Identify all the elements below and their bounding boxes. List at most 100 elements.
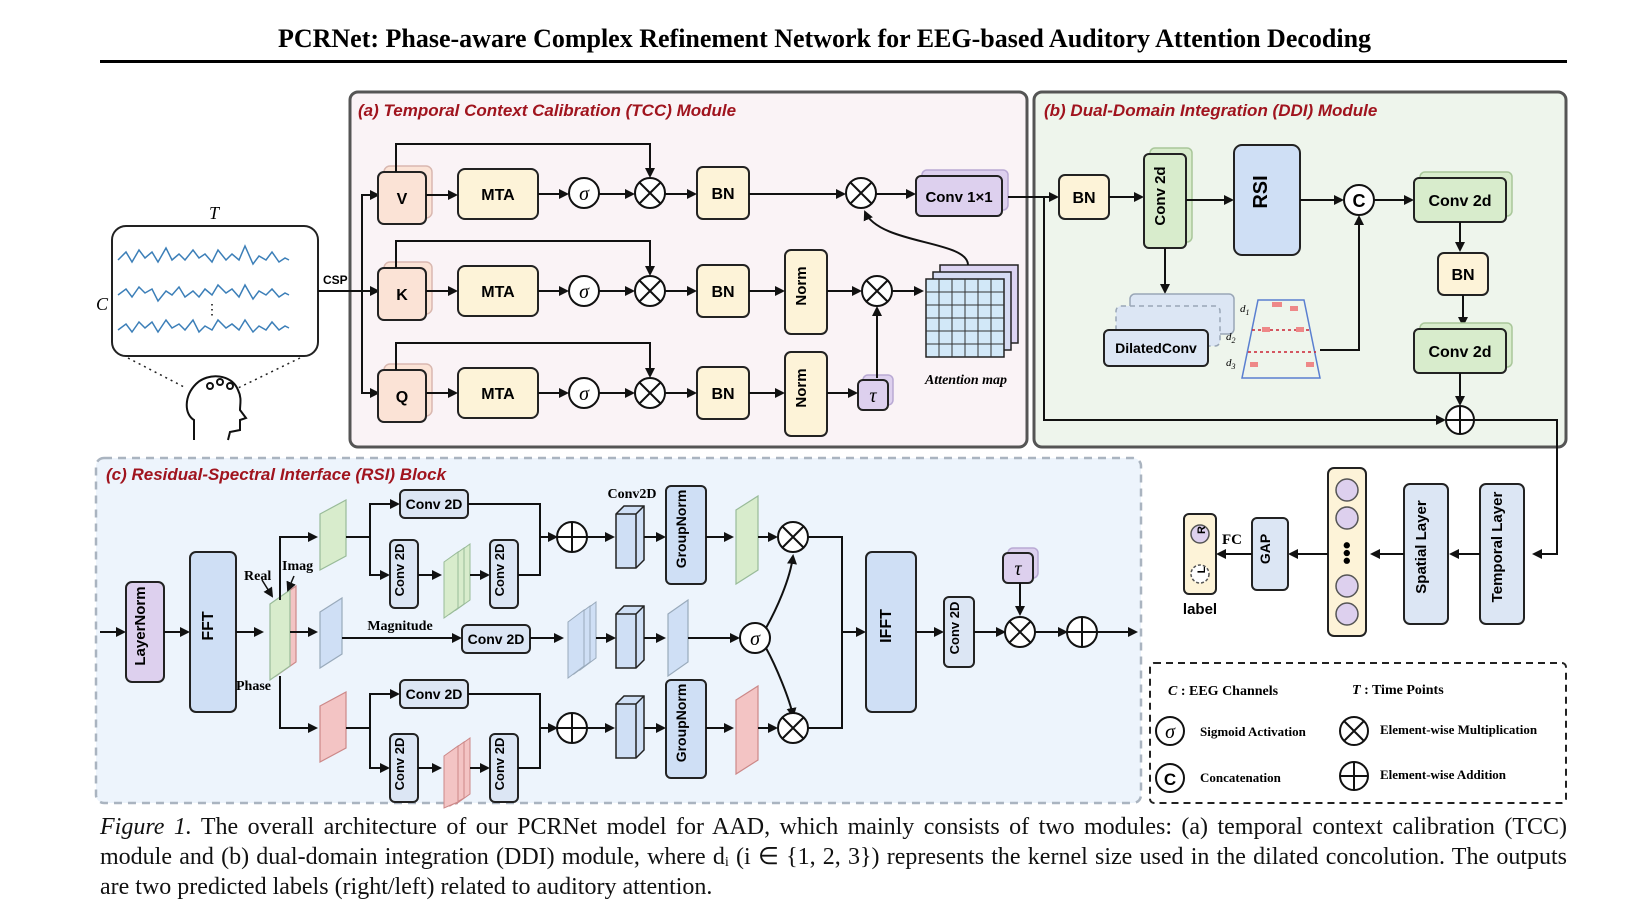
legend-concat-icon <box>1155 763 1185 793</box>
eeg-wave-3 <box>117 318 290 334</box>
tcc-row-k: K MTA σ BN Norm <box>377 240 924 335</box>
conv1x1-box <box>915 175 1003 217</box>
svg-text:C: C <box>1353 191 1366 211</box>
mta-label-k: MTA <box>481 284 515 301</box>
caption-label: Figure 1. <box>100 814 192 840</box>
figure-caption: Figure 1. The overall architecture of ou… <box>100 812 1567 902</box>
conv1x1-label: Conv 1×1 <box>925 189 992 206</box>
head-projection <box>127 357 301 389</box>
tcc-row-q: Q MTA σ BN Norm τ <box>377 306 894 437</box>
eeg-wave-1 <box>117 244 290 266</box>
output-label: label <box>1183 601 1217 618</box>
ddi-bn-label: BN <box>1072 190 1095 207</box>
gap-label: GAP <box>1257 534 1273 564</box>
spatial-layer-label: Spatial Layer <box>1413 500 1430 594</box>
d1-label: d1 <box>1240 303 1250 317</box>
mta-label-v: MTA <box>481 187 515 204</box>
fc-label: FC <box>1222 532 1242 548</box>
v-box <box>377 171 427 225</box>
dilated-label: DilatedConv <box>1115 340 1197 356</box>
svg-text:BN: BN <box>1451 267 1474 284</box>
imag-label: Imag <box>282 559 313 574</box>
caption-text: The overall architecture of our PCRNet m… <box>100 814 1567 900</box>
architecture-diagram: (a) Temporal Context Calibration (TCC) M… <box>94 90 1568 809</box>
k-label: K <box>396 287 408 304</box>
legend-concat-text: Concatenation <box>1200 770 1282 785</box>
magnitude-label: Magnitude <box>367 619 432 634</box>
ddi-title: (b) Dual-Domain Integration (DDI) Module <box>1044 101 1377 120</box>
rsi-sigma-icon <box>739 622 771 654</box>
svg-text:σ: σ <box>579 281 590 303</box>
eeg-wave-2 <box>117 283 290 303</box>
rsi-conv-cube-top <box>615 505 645 569</box>
rsi-label: RSI <box>1250 175 1272 208</box>
k-box <box>377 267 427 321</box>
conv2d-top-label: Conv2D <box>607 487 656 502</box>
legend-sigma-text: Sigmoid Activation <box>1200 724 1307 739</box>
head-icon <box>185 375 248 441</box>
legend-sigma-icon <box>1155 716 1185 746</box>
svg-text:Conv 2D: Conv 2D <box>406 686 463 702</box>
paper-title: PCRNet: Phase-aware Complex Refinement N… <box>277 24 1372 53</box>
fft-label: FFT <box>200 611 217 641</box>
bn-label-k: BN <box>711 284 734 301</box>
rsi-conv-cube-bot <box>615 695 645 759</box>
ifft-label: IFFT <box>878 609 895 643</box>
mta-label-q: MTA <box>481 386 515 403</box>
tau-label-rsi: τ <box>1014 558 1022 580</box>
svg-text:σ: σ <box>1165 721 1176 743</box>
phase-label: Phase <box>236 679 271 694</box>
svg-text:Conv 2D: Conv 2D <box>947 602 962 655</box>
svg-text:Conv 2D: Conv 2D <box>392 544 407 597</box>
groupnorm-top <box>665 485 707 585</box>
t-label: T <box>209 203 221 223</box>
tau-box-tcc <box>857 379 889 411</box>
svg-text:σ: σ <box>579 183 590 205</box>
temporal-layer-label: Temporal Layer <box>1489 492 1506 603</box>
d3-label: d3 <box>1226 357 1236 371</box>
csp-label: CSP <box>323 273 348 287</box>
c-label: C <box>96 294 109 314</box>
attention-map-label: Attention map <box>924 373 1007 388</box>
norm-label-q: Norm <box>793 368 810 407</box>
svg-text:σ: σ <box>750 628 761 650</box>
ddi-residual-arrow <box>1043 197 1446 425</box>
svg-text:Conv 2d: Conv 2d <box>1428 193 1491 210</box>
legend-add-text: Element-wise Addition <box>1380 767 1507 782</box>
q-box <box>377 369 427 423</box>
ddi-to-classifier-arrow <box>1474 419 1558 559</box>
dilated-pyramid-icon: d1 d2 d3 <box>1226 299 1321 379</box>
layernorm-label: LayerNorm <box>132 586 149 665</box>
real-label: Real <box>244 569 271 584</box>
rsi-conv-cube-mid <box>615 605 645 669</box>
feature-vector <box>1327 467 1367 637</box>
tcc-title: (a) Temporal Context Calibration (TCC) M… <box>358 101 736 120</box>
svg-text:Conv 2d: Conv 2d <box>1428 344 1491 361</box>
svg-text:Conv 2D: Conv 2D <box>406 496 463 512</box>
r-label: R <box>1196 526 1208 534</box>
bn-label-q: BN <box>711 386 734 403</box>
svg-text:Conv 2D: Conv 2D <box>492 544 507 597</box>
magnitude-feature-map <box>319 596 343 670</box>
legend-mult-text: Element-wise Multiplication <box>1380 722 1538 737</box>
l-label: L <box>1196 566 1208 573</box>
imag-feature-map <box>319 498 347 572</box>
norm-label-k: Norm <box>793 266 810 305</box>
svg-text:GroupNorm: GroupNorm <box>673 684 689 763</box>
attention-map: Attention map <box>924 264 1019 388</box>
svg-text:Conv 2D: Conv 2D <box>468 631 525 647</box>
tau-box-rsi <box>1002 552 1034 584</box>
svg-text:C: C <box>1164 770 1176 789</box>
svg-text:GroupNorm: GroupNorm <box>673 490 689 569</box>
svg-text:•••: ••• <box>1334 541 1359 564</box>
phase-feature-map <box>319 690 347 764</box>
tcc-row-v: V MTA σ BN Conv 1×1 <box>377 143 1009 225</box>
svg-text:Conv 2d: Conv 2d <box>1152 166 1169 225</box>
bn-label-v: BN <box>711 186 734 203</box>
v-label: V <box>397 191 408 208</box>
svg-text:Conv 2D: Conv 2D <box>492 738 507 791</box>
tau-label-tcc: τ <box>869 385 877 407</box>
rsi-title: (c) Residual-Spectral Interface (RSI) Bl… <box>106 465 448 484</box>
q-label: Q <box>396 389 408 406</box>
legend-c: C : EEG Channels <box>1168 684 1279 699</box>
